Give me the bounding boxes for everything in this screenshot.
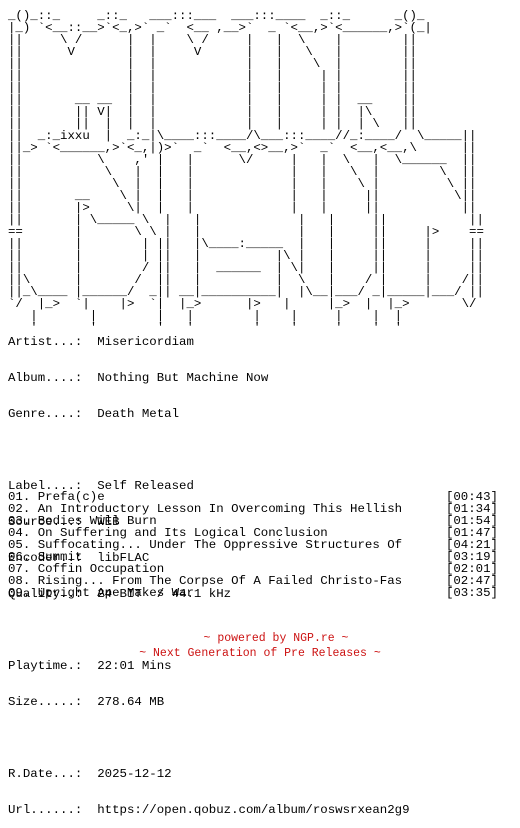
track-duration: [02:47] xyxy=(445,574,498,588)
track-row: 08. Rising... From The Corpse Of A Faile… xyxy=(8,575,498,587)
track-title: 03. Bodies Will Burn xyxy=(8,514,157,528)
track-title: 04. On Suffering and Its Logical Conclus… xyxy=(8,526,328,540)
size-label: Size.....: xyxy=(8,695,83,709)
track-title: 06. Summit xyxy=(8,550,83,564)
size-value: 278.64 MB xyxy=(97,695,165,709)
track-duration: [04:21] xyxy=(445,538,498,552)
track-row: 07. Coffin Occupation [02:01] xyxy=(8,563,498,575)
genre-row: Genre....: Death Metal xyxy=(8,408,410,420)
label-value: Self Released xyxy=(97,479,194,493)
track-title: 07. Coffin Occupation xyxy=(8,562,165,576)
source-label: Source...: xyxy=(8,515,83,529)
artist-row: Artist...: Misericordiam xyxy=(8,336,410,348)
label-label: Label....: xyxy=(8,479,83,493)
track-row: 06. Summit [03:19] xyxy=(8,551,498,563)
track-list: 01. Prefa(c)e [00:43] 02. An Introductory… xyxy=(8,491,498,599)
track-row: 03. Bodies Will Burn [01:54] xyxy=(8,515,498,527)
track-duration: [00:43] xyxy=(445,490,498,504)
blank-row xyxy=(8,444,410,456)
quality-row: Quality..: 24 BIT / 44.1 kHz xyxy=(8,588,410,600)
blank-row xyxy=(8,732,410,744)
track-row: 02. An Introductory Lesson In Overcoming… xyxy=(8,503,498,515)
url-label: Url......: xyxy=(8,803,83,817)
quality-value: 24 BIT / 44.1 kHz xyxy=(97,587,232,601)
footer-tagline: ~ Next Generation of Pre Releases ~ xyxy=(139,647,381,660)
label-row: Label....: Self Released xyxy=(8,480,410,492)
quality-label: Quality..: xyxy=(8,587,83,601)
album-value: Nothing But Machine Now xyxy=(97,371,269,385)
playtime-row: Playtime.: 22:01 Mins xyxy=(8,660,410,672)
encoder-value: libFLAC xyxy=(97,551,150,565)
size-row: Size.....: 278.64 MB xyxy=(8,696,410,708)
url-value[interactable]: https://open.qobuz.com/album/roswsrxean2… xyxy=(97,803,410,817)
footer-powered-by[interactable]: ~ powered by NGP.re ~ xyxy=(203,632,349,645)
track-title: 09. Upright Ape Makes War xyxy=(8,586,194,600)
track-duration: [03:35] xyxy=(445,586,498,600)
track-title: 08. Rising... From The Corpse Of A Faile… xyxy=(8,574,403,588)
track-row: 05. Suffocating... Under The Oppressive … xyxy=(8,539,498,551)
source-value: WEB xyxy=(97,515,120,529)
track-title: 01. Prefa(c)e xyxy=(8,490,105,504)
playtime-label: Playtime.: xyxy=(8,659,83,673)
artist-value: Misericordiam xyxy=(97,335,194,349)
track-row: 09. Upright Ape Makes War [03:35] xyxy=(8,587,498,599)
source-row: Source...: WEB xyxy=(8,516,410,528)
genre-label: Genre....: xyxy=(8,407,83,421)
track-duration: [03:19] xyxy=(445,550,498,564)
track-duration: [02:01] xyxy=(445,562,498,576)
track-duration: [01:34] xyxy=(445,502,498,516)
track-row: 01. Prefa(c)e [00:43] xyxy=(8,491,498,503)
genre-value: Death Metal xyxy=(97,407,180,421)
album-row: Album....: Nothing But Machine Now xyxy=(8,372,410,384)
artist-label: Artist...: xyxy=(8,335,83,349)
track-title: 05. Suffocating... Under The Oppressive … xyxy=(8,538,403,552)
rdate-value: 2025-12-12 xyxy=(97,767,172,781)
url-row: Url......: https://open.qobuz.com/album/… xyxy=(8,804,410,816)
playtime-value: 22:01 Mins xyxy=(97,659,172,673)
track-title: 02. An Introductory Lesson In Overcoming… xyxy=(8,502,403,516)
encoder-row: Encoder..: libFLAC xyxy=(8,552,410,564)
rdate-row: R.Date...: 2025-12-12 xyxy=(8,768,410,780)
album-label: Album....: xyxy=(8,371,83,385)
track-row: 04. On Suffering and Its Logical Conclus… xyxy=(8,527,498,539)
track-duration: [01:47] xyxy=(445,526,498,540)
rdate-label: R.Date...: xyxy=(8,767,83,781)
encoder-label: Encoder..: xyxy=(8,551,83,565)
ascii-art-logo: _()_::_ _::_ ___:::___ ___:::____ _::_ _… xyxy=(8,9,484,335)
track-duration: [01:54] xyxy=(445,514,498,528)
